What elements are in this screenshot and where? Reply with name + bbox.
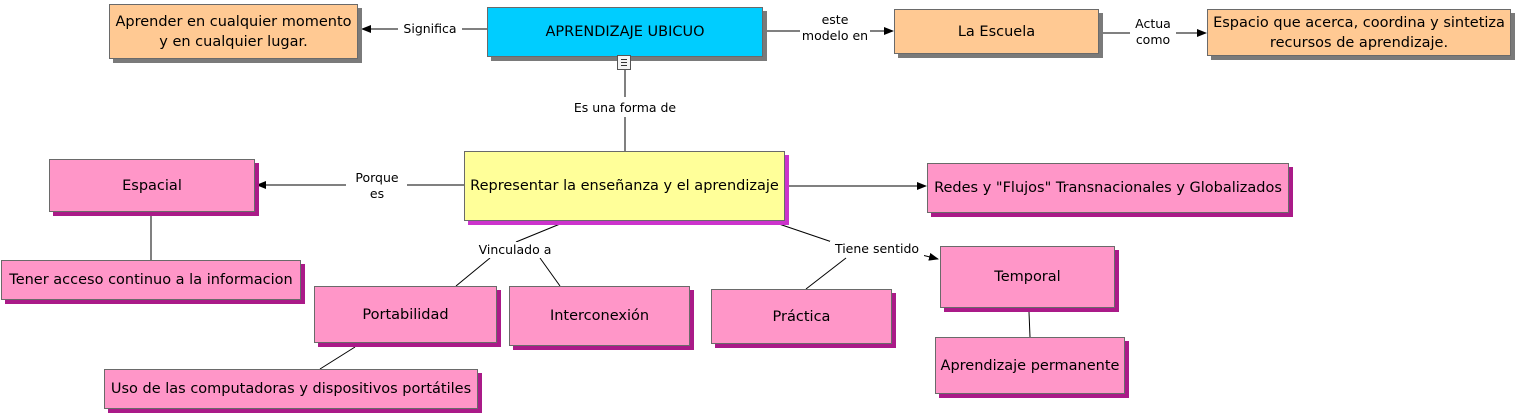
node-portabilidad[interactable]: Portabilidad xyxy=(314,286,497,343)
node-uso-computadoras[interactable]: Uso de las computadoras y dispositivos p… xyxy=(104,369,478,409)
node-aprender[interactable]: Aprender en cualquier momento y en cualq… xyxy=(109,4,358,59)
node-interconexion-label: Interconexión xyxy=(549,308,650,324)
edge-vinculado-interconexion xyxy=(539,257,561,287)
edge-representar-tiene xyxy=(778,223,833,243)
node-redes[interactable]: Redes y "Flujos" Transnacionales y Globa… xyxy=(927,163,1289,213)
node-la-escuela-label: La Escuela xyxy=(957,23,1036,40)
edge-portabilidad-uso xyxy=(319,346,356,370)
node-tener-acceso-label: Tener acceso continuo a la informacion xyxy=(9,272,293,288)
edge-vinculado-portabilidad xyxy=(455,257,491,287)
node-practica-label: Práctica xyxy=(772,308,831,325)
link-label-vinculado: Vinculado a xyxy=(473,242,557,258)
link-label-es-una-forma: Es una forma de xyxy=(567,100,683,116)
node-la-escuela[interactable]: La Escuela xyxy=(894,9,1099,54)
node-aprendizaje-ubicuo-label: APRENDIZAJE UBICUO xyxy=(545,24,705,40)
node-temporal-label: Temporal xyxy=(994,269,1061,285)
edge-tiene-practica xyxy=(805,257,847,290)
link-label-actua-como: Actua como xyxy=(1130,16,1176,48)
node-temporal[interactable]: Temporal xyxy=(940,246,1115,308)
node-espacial-label: Espacial xyxy=(122,177,182,194)
node-aprendizaje-permanente[interactable]: Aprendizaje permanente xyxy=(935,337,1125,394)
node-espacial[interactable]: Espacial xyxy=(49,159,255,212)
node-portabilidad-label: Portabilidad xyxy=(362,306,449,323)
node-uso-computadoras-label: Uso de las computadoras y dispositivos p… xyxy=(110,381,472,397)
edge-representar-vinculado xyxy=(515,223,561,243)
document-note-icon[interactable] xyxy=(617,55,631,70)
node-espacio[interactable]: Espacio que acerca, coordina y sintetiza… xyxy=(1207,9,1511,56)
node-aprender-label: Aprender en cualquier momento y en cualq… xyxy=(115,13,352,50)
link-label-este-modelo: este modelo en xyxy=(800,12,870,44)
node-tener-acceso[interactable]: Tener acceso continuo a la informacion xyxy=(1,260,301,300)
link-label-porque-es: Porque es xyxy=(348,170,406,202)
edge-temporal-permanente xyxy=(1028,311,1031,338)
node-espacio-label: Espacio que acerca, coordina y sintetiza… xyxy=(1213,14,1505,51)
node-aprendizaje-permanente-label: Aprendizaje permanente xyxy=(940,357,1120,374)
node-aprendizaje-ubicuo[interactable]: APRENDIZAJE UBICUO xyxy=(487,7,763,57)
node-practica[interactable]: Práctica xyxy=(711,289,892,344)
node-representar-label: Representar la enseñanza y el aprendizaj… xyxy=(470,178,779,194)
node-redes-label: Redes y "Flujos" Transnacionales y Globa… xyxy=(934,180,1282,196)
node-interconexion[interactable]: Interconexión xyxy=(509,286,690,346)
link-label-significa: Significa xyxy=(399,21,461,37)
node-representar[interactable]: Representar la enseñanza y el aprendizaj… xyxy=(464,151,785,221)
link-label-tiene-sentido: Tiene sentido xyxy=(830,241,924,257)
